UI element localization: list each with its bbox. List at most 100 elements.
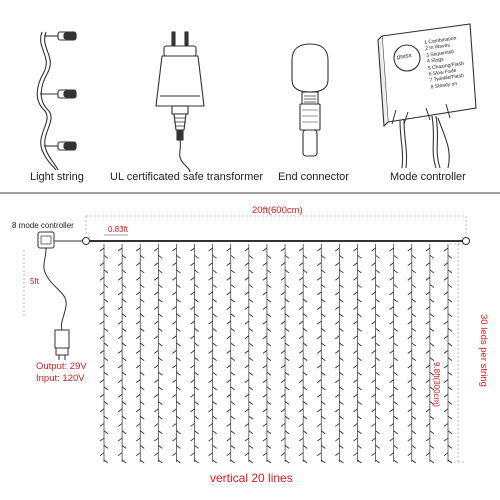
led-mark (302, 328, 308, 332)
led-mark (121, 430, 127, 435)
led-mark (411, 386, 417, 391)
led-mark (371, 291, 376, 296)
led-mark (226, 452, 232, 457)
led-mark (266, 459, 272, 464)
led-mark (135, 247, 141, 252)
led-mark (411, 371, 417, 376)
led-mark (375, 459, 380, 464)
led-mark (375, 298, 380, 303)
light-string-icon (36, 31, 77, 171)
led-mark (158, 415, 163, 420)
led-mark (320, 386, 326, 391)
led-mark (248, 430, 254, 435)
led-mark (298, 393, 304, 398)
led-mark (353, 276, 358, 281)
led-mark (443, 364, 449, 369)
led-mark (212, 313, 217, 318)
led-mark (172, 379, 177, 383)
led-mark (121, 284, 127, 288)
led-mark (99, 452, 105, 457)
led-mark (230, 313, 236, 318)
led-mark (212, 298, 217, 303)
led-mark (139, 298, 145, 303)
led-mark (357, 445, 362, 449)
led-mark (447, 459, 453, 464)
led-mark (411, 430, 417, 435)
led-mark (393, 430, 398, 435)
led-mark (154, 335, 159, 340)
led-mark (284, 342, 290, 347)
led-mark (443, 320, 449, 325)
led-mark (371, 452, 376, 457)
led-mark (280, 393, 286, 398)
led-mark (244, 393, 250, 398)
led-mark (284, 415, 290, 420)
led-mark (284, 430, 290, 435)
led-mark (447, 298, 453, 303)
led-mark (230, 342, 236, 347)
led-mark (103, 459, 109, 464)
led-mark (190, 276, 195, 281)
led-mark (425, 379, 431, 383)
led-mark (335, 335, 340, 340)
led-mark (172, 349, 177, 354)
led-mark (316, 379, 322, 383)
led-mark (99, 291, 105, 296)
led-mark (172, 247, 177, 252)
led-mark (375, 328, 380, 332)
led-mark (335, 262, 340, 266)
led-mark (248, 328, 254, 332)
led-mark (284, 386, 290, 391)
led-mark (298, 452, 304, 457)
led-mark (447, 371, 453, 376)
led-mark (443, 276, 449, 281)
led-mark (212, 401, 217, 405)
led-mark (353, 364, 358, 369)
led-mark (135, 408, 141, 413)
led-mark (135, 364, 141, 369)
led-mark (176, 371, 181, 376)
led-mark (320, 284, 326, 288)
led-mark (335, 452, 340, 457)
led-mark (429, 328, 435, 332)
led-mark (176, 415, 181, 420)
led-mark (447, 254, 453, 259)
led-mark (103, 298, 109, 303)
led-mark (447, 269, 453, 274)
led-mark (226, 393, 232, 398)
output-label: Output: 29V (36, 361, 87, 372)
led-mark (158, 254, 163, 259)
led-mark (99, 364, 105, 369)
led-mark (375, 401, 380, 405)
led-mark (226, 364, 232, 369)
led-mark (226, 423, 232, 427)
led-mark (103, 313, 109, 318)
led-mark (194, 386, 199, 391)
led-mark (411, 401, 417, 405)
led-mark (353, 379, 358, 383)
led-mark (429, 284, 435, 288)
led-mark (176, 313, 181, 318)
led-mark (262, 452, 268, 457)
led-mark (208, 437, 213, 442)
led-mark (320, 415, 326, 420)
led-mark (226, 320, 232, 325)
led-mark (121, 313, 127, 318)
led-mark (262, 247, 268, 252)
led-mark (172, 408, 177, 413)
led-mark (103, 401, 109, 405)
led-mark (357, 415, 362, 420)
led-mark (230, 445, 236, 449)
led-mark (280, 349, 286, 354)
led-mark (298, 423, 304, 427)
led-mark (320, 269, 326, 274)
led-mark (266, 445, 272, 449)
led-mark (230, 386, 236, 391)
led-mark (99, 423, 105, 427)
led-mark (335, 393, 340, 398)
led-mark (320, 357, 326, 362)
led-mark (99, 349, 105, 354)
led-mark (99, 335, 105, 340)
led-mark (429, 357, 435, 362)
